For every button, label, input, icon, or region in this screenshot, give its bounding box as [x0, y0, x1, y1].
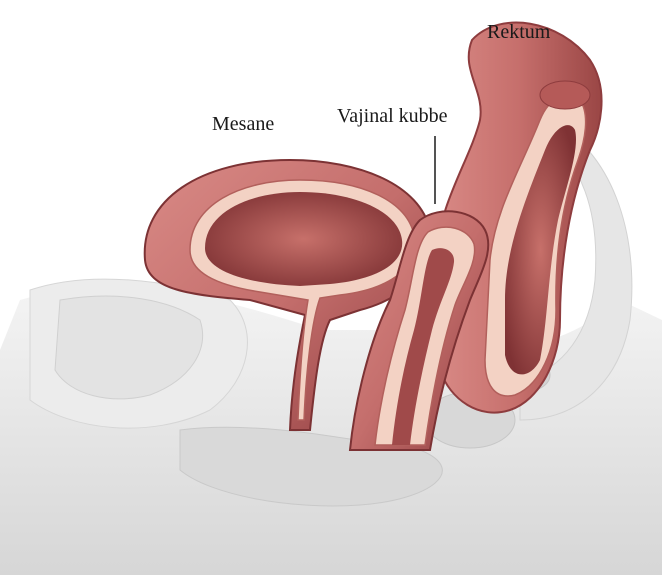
rectum-label: Rektum — [487, 22, 550, 42]
bladder-label: Mesane — [212, 114, 274, 134]
vaginal-vault-label: Vajinal kubbe — [337, 106, 448, 126]
